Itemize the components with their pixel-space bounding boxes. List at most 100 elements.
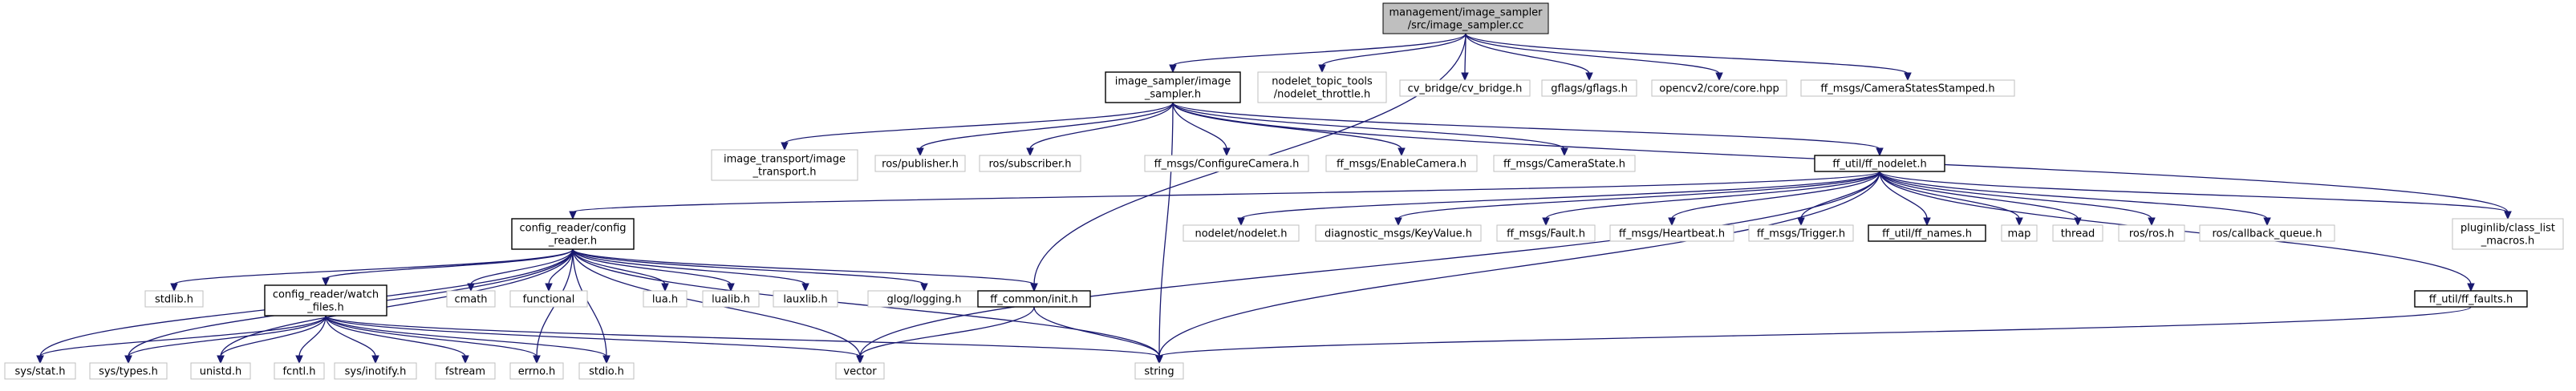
- edge-root-to-opencv_core: [1465, 33, 1720, 75]
- edge-image_sampler_h-to-configure_camera: [1172, 102, 1227, 150]
- edge-image_sampler_h-to-string: [1158, 102, 1174, 357]
- node-fault: ff_msgs/Fault.h: [1496, 224, 1596, 242]
- arrowhead-watch_files-to-fcntl: [295, 355, 303, 365]
- node-ff-common-init[interactable]: ff_common/init.h: [977, 290, 1091, 308]
- node-label: /src/image_sampler.cc: [1408, 20, 1524, 32]
- arrowhead-watch_files-to-errno: [533, 355, 541, 365]
- arrowhead-ff_nodelet-to-callback_queue: [2263, 217, 2271, 227]
- node-label: config_reader/watch: [273, 289, 379, 301]
- arrowhead-ff_nodelet-to-trigger: [1797, 217, 1805, 227]
- node-box: [264, 284, 387, 316]
- edge-root-to-gflags: [1465, 33, 1590, 75]
- node-box: [511, 218, 635, 250]
- edge-watch_files-to-sys_stat: [39, 315, 327, 357]
- edge-ff_common_init-to-vector: [859, 306, 1035, 357]
- node-fstream: fstream: [435, 362, 496, 380]
- node-box: [2414, 290, 2528, 308]
- node-label: fcntl.h: [282, 366, 315, 378]
- node-box: [1800, 79, 2015, 97]
- edge-config_reader-to-lauxlib: [572, 248, 806, 285]
- node-label: _macros.h: [2481, 236, 2534, 248]
- node-box: [1748, 224, 1854, 242]
- edge-image_sampler_h-to-ros_publisher: [919, 102, 1174, 150]
- node-box: [144, 290, 204, 308]
- edge-ff_common_init-to-string: [1033, 306, 1160, 357]
- node-root[interactable]: management/image_sampler/src/image_sampl…: [1382, 2, 1549, 34]
- edge-ff_nodelet-to-map: [1879, 171, 2020, 220]
- node-unistd: unistd.h: [190, 362, 251, 380]
- node-watch-files[interactable]: config_reader/watch_files.h: [264, 284, 387, 316]
- node-ros-ros: ros/ros.h: [2118, 224, 2185, 242]
- node-box: [979, 155, 1081, 172]
- edge-ff_nodelet-to-ff_names: [1879, 171, 1928, 220]
- arrowhead-watch_files-to-sys_inotify: [371, 355, 379, 365]
- node-box: [1399, 79, 1531, 97]
- edge-ff_nodelet-to-string: [1158, 171, 1880, 357]
- node-box: [4, 362, 76, 380]
- node-box: [274, 362, 325, 380]
- edge-ff_faults-to-string: [1158, 306, 2472, 357]
- edge-config_reader-to-lualib: [572, 248, 732, 285]
- node-label: _transport.h: [753, 167, 817, 179]
- node-label: ff_msgs/Trigger.h: [1757, 228, 1845, 240]
- node-label: stdio.h: [589, 366, 624, 378]
- node-label: _reader.h: [548, 236, 597, 248]
- edge-ff_nodelet-to-thread: [1879, 171, 2079, 220]
- node-camera-states-stamped: ff_msgs/CameraStatesStamped.h: [1800, 79, 2015, 97]
- node-label: ff_msgs/CameraState.h: [1503, 159, 1625, 171]
- node-camera-state: ff_msgs/CameraState.h: [1493, 155, 1636, 172]
- arrowhead-image_sampler_h-to-camera_state: [1560, 147, 1568, 157]
- edge-watch_files-to-string: [325, 315, 1160, 357]
- arrowhead-config_reader-to-ff_common_init: [1030, 283, 1038, 292]
- edge-config_reader-to-watch_files: [325, 248, 574, 280]
- arrowhead-root-to-opencv_core: [1715, 72, 1723, 82]
- arrowhead-root-to-image_sampler_h: [1169, 64, 1177, 74]
- node-stdio: stdio.h: [578, 362, 635, 380]
- node-box: [89, 362, 168, 380]
- node-ros-subscriber: ros/subscriber.h: [979, 155, 1081, 172]
- edge-watch_files-to-sys_inotify: [325, 315, 376, 357]
- node-box: [1144, 155, 1309, 172]
- arrowhead-ff_nodelet-to-heartbeat: [1668, 217, 1676, 227]
- node-label: ros/subscriber.h: [988, 159, 1071, 171]
- node-label: management/image_sampler: [1389, 7, 1543, 19]
- node-box: [1493, 155, 1636, 172]
- node-ff-faults[interactable]: ff_util/ff_faults.h: [2414, 290, 2528, 308]
- arrowhead-root-to-camera_states_stamped: [1904, 72, 1912, 82]
- node-key-value: diagnostic_msgs/KeyValue.h: [1315, 224, 1482, 242]
- node-config-reader[interactable]: config_reader/config_reader.h: [511, 218, 635, 250]
- node-box: [702, 290, 760, 308]
- node-ff-names[interactable]: ff_util/ff_names.h: [1868, 224, 1986, 242]
- node-sys-inotify: sys/inotify.h: [334, 362, 417, 380]
- edge-ff_nodelet-to-fault: [1545, 171, 1880, 220]
- edge-root-to-image_sampler_h: [1172, 33, 1466, 67]
- node-label: ff_msgs/Fault.h: [1507, 228, 1585, 240]
- edge-config_reader-to-string: [572, 248, 1160, 357]
- node-box: [509, 362, 564, 380]
- node-box: [2052, 224, 2103, 242]
- node-label: ff_msgs/ConfigureCamera.h: [1154, 159, 1300, 171]
- node-label: cmath: [454, 294, 487, 306]
- node-label: sys/types.h: [99, 366, 158, 378]
- node-label: /nodelet_throttle.h: [1274, 89, 1371, 101]
- node-lualib: lualib.h: [702, 290, 760, 308]
- node-heartbeat: ff_msgs/Heartbeat.h: [1609, 224, 1734, 242]
- edge-watch_files-to-errno: [325, 315, 538, 357]
- edge-watch_files-to-sys_types: [128, 315, 327, 357]
- node-enable-camera: ff_msgs/EnableCamera.h: [1325, 155, 1478, 172]
- node-box: [509, 290, 588, 308]
- edge-ff_nodelet-to-config_reader: [572, 171, 1880, 213]
- node-opencv-core: opencv2/core/core.hpp: [1651, 79, 1787, 97]
- node-image-sampler-h[interactable]: image_sampler/image_sampler.h: [1105, 71, 1241, 103]
- node-box: [1325, 155, 1478, 172]
- node-string: string: [1134, 362, 1184, 380]
- arrowhead-watch_files-to-unistd: [217, 355, 225, 365]
- node-label: ff_msgs/Heartbeat.h: [1619, 228, 1725, 240]
- node-box: [643, 290, 688, 308]
- node-ff-nodelet[interactable]: ff_util/ff_nodelet.h: [1814, 155, 1945, 172]
- arrowhead-config_reader-to-functional: [545, 283, 553, 292]
- node-trigger: ff_msgs/Trigger.h: [1748, 224, 1854, 242]
- node-label: pluginlib/class_list: [2460, 223, 2555, 235]
- node-label: _files.h: [306, 302, 343, 314]
